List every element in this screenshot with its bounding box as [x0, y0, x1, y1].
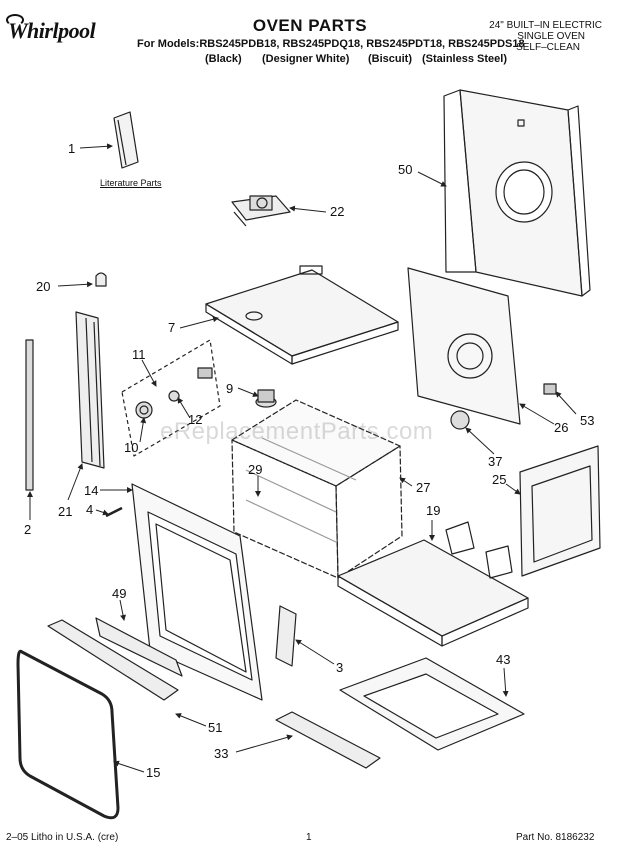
part-26-side-bracket	[407, 267, 521, 425]
part-7-top-panel	[205, 265, 399, 365]
oven-type-line-2: SINGLE OVEN	[517, 31, 585, 42]
callout-15: 15	[146, 765, 161, 780]
callout-3: 3	[336, 660, 344, 675]
part-50-rear-panel	[443, 89, 591, 297]
part-21-side-rail	[75, 311, 105, 469]
color-stainless: (Stainless Steel)	[422, 53, 507, 65]
callout-50: 50	[398, 162, 413, 177]
part-33-trim	[275, 711, 381, 769]
callout-29: 29	[248, 462, 263, 477]
callout-33: 33	[214, 746, 229, 761]
brand-swoosh-icon	[6, 14, 24, 26]
color-black: (Black)	[205, 53, 242, 65]
callout-10: 10	[124, 440, 139, 455]
part-53-switch	[543, 383, 557, 395]
part-14-front-frame	[131, 483, 263, 701]
callout-11: 11	[132, 347, 146, 362]
callout-51: 51	[208, 720, 223, 735]
part-25-side-panel	[519, 445, 601, 577]
part-9-element	[255, 389, 277, 408]
litho-note: 2–05 Litho in U.S.A. (cre)	[6, 832, 119, 843]
callout-20: 20	[36, 279, 51, 294]
literature-booklet	[113, 111, 139, 169]
part-4-screw	[105, 506, 123, 518]
part-10-12-knobs	[121, 339, 221, 457]
part-15-gasket	[16, 649, 120, 820]
callout-4: 4	[86, 502, 94, 517]
part-43-bottom-frame	[339, 657, 525, 751]
part-51-trim	[47, 619, 179, 701]
callout-53: 53	[580, 413, 595, 428]
callout-14: 14	[84, 483, 99, 498]
part-22-control	[231, 195, 291, 227]
callout-21: 21	[58, 504, 73, 519]
callout-26: 26	[554, 420, 569, 435]
callout-7: 7	[168, 320, 176, 335]
part-3-bracket	[275, 605, 297, 667]
part-19-tray	[337, 521, 529, 647]
page-number: 1	[306, 832, 312, 843]
part-49-bracket	[95, 617, 183, 677]
part-27-oven-cavity	[231, 399, 403, 579]
page-title: OVEN PARTS	[252, 16, 368, 35]
part-20-clip	[95, 272, 107, 287]
color-biscuit: (Biscuit)	[368, 53, 412, 65]
callout-2: 2	[24, 522, 32, 537]
callout-25: 25	[492, 472, 507, 487]
callout-43: 43	[496, 652, 511, 667]
callout-9: 9	[226, 381, 234, 396]
callout-49: 49	[112, 586, 127, 601]
callout-37: 37	[488, 454, 503, 469]
part-number: Part No. 8186232	[516, 832, 595, 843]
watermark: eReplacementParts.com	[160, 418, 434, 445]
oven-type-line-3: SELF–CLEAN	[516, 42, 580, 53]
literature-parts-label: Literature Parts	[100, 178, 162, 188]
callout-1: 1	[68, 141, 76, 156]
brand-logo: Whirlpool	[8, 18, 96, 43]
oven-type-line-1: 24" BUILT–IN ELECTRIC	[489, 20, 602, 31]
color-designer-white: (Designer White)	[262, 53, 350, 65]
part-37-sensor	[450, 410, 470, 430]
model-list: For Models:RBS245PDB18, RBS245PDQ18, RBS…	[137, 38, 525, 50]
callout-27: 27	[416, 480, 431, 495]
callout-12: 12	[188, 412, 203, 427]
callout-19: 19	[426, 503, 441, 518]
callout-22: 22	[330, 204, 345, 219]
part-2-rod	[25, 339, 34, 491]
